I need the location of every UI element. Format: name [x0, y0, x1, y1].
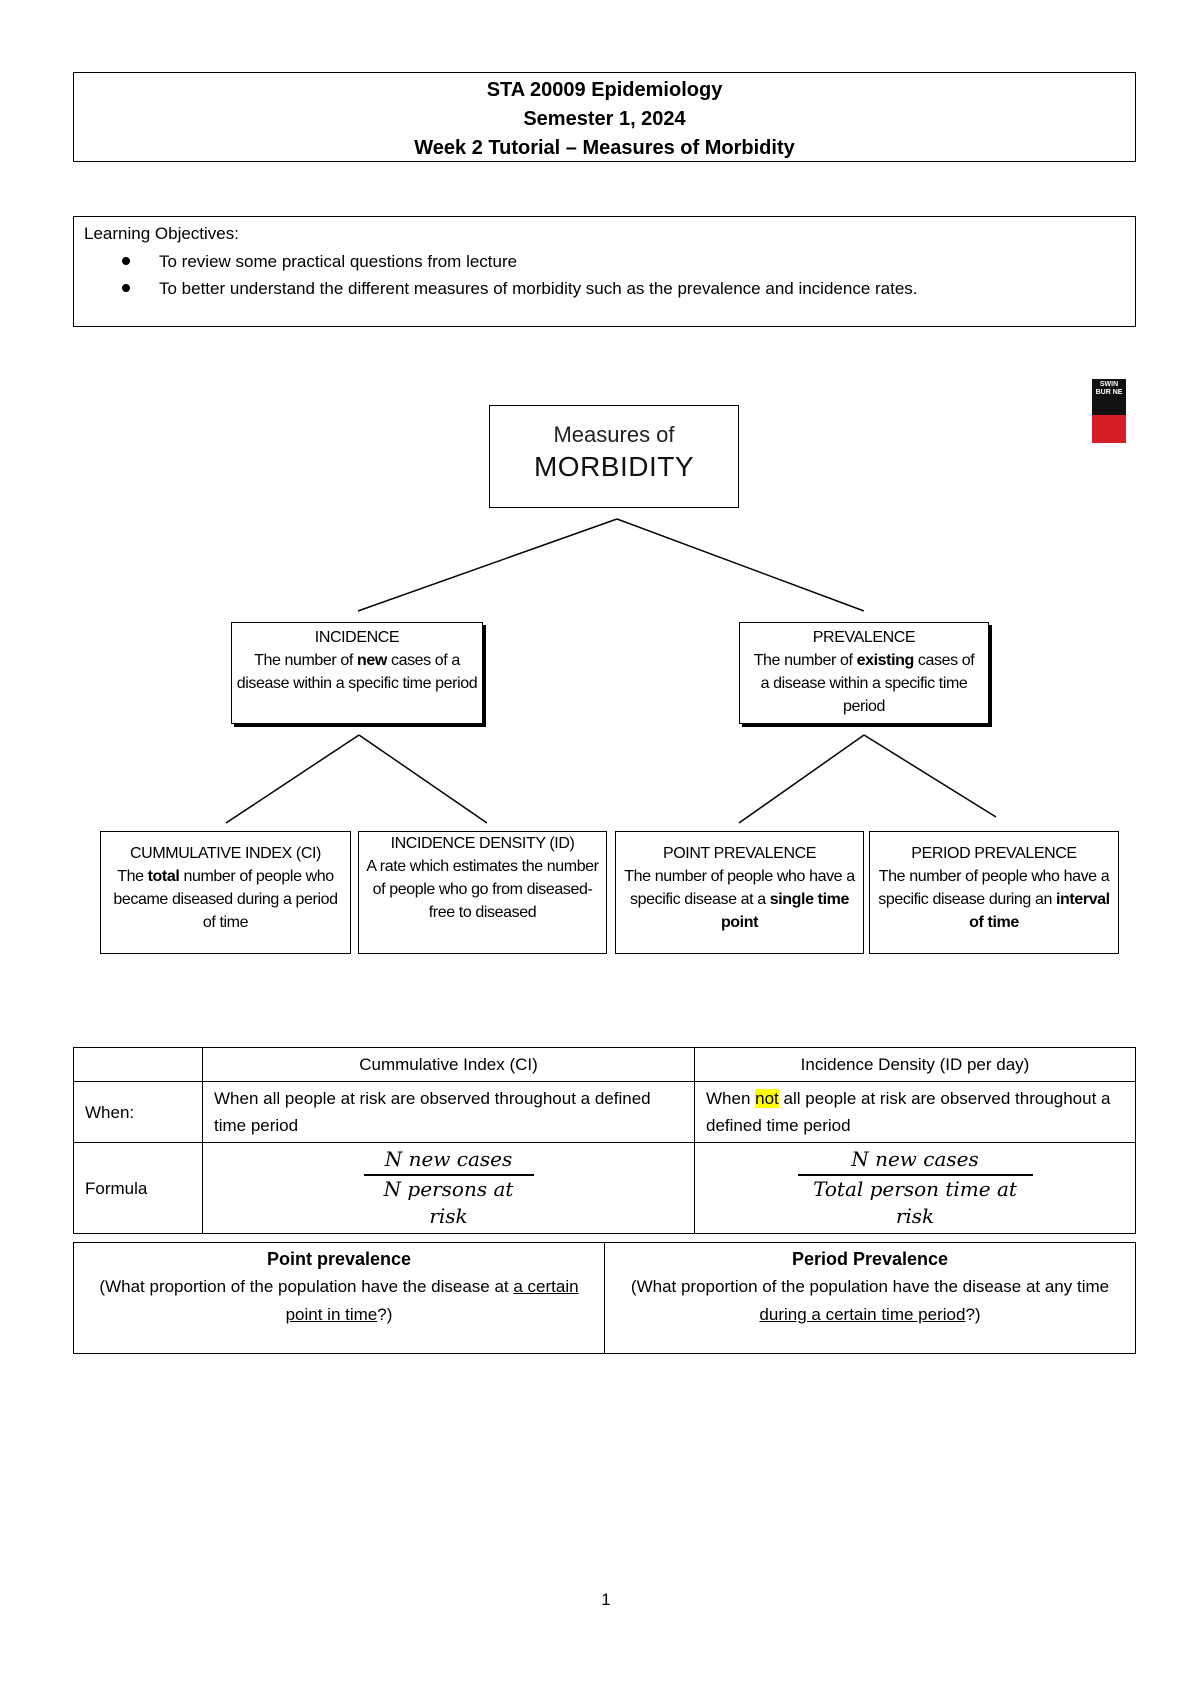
row-label-formula: Formula	[73, 1142, 203, 1234]
table-header-id: Incidence Density (ID per day)	[694, 1047, 1136, 1082]
university-logo: SWIN BUR NE	[1092, 379, 1126, 443]
connector-root-incidence	[357, 518, 618, 612]
node-cumulative-index: CUMMULATIVE INDEX (CI) The total number …	[100, 831, 351, 954]
semester: Semester 1, 2024	[523, 108, 686, 130]
table-row: Formula N new cases N persons at risk N …	[73, 1142, 1136, 1234]
diagram-connectors	[225, 518, 997, 824]
highlighted-word: not	[755, 1089, 779, 1108]
formula-ci: N new cases N persons at risk	[202, 1142, 695, 1234]
objectives-heading: Learning Objectives:	[84, 224, 239, 243]
node-measures-of-morbidity: Measures of MORBIDITY	[489, 405, 739, 508]
id-desc: A rate which estimates the number of peo…	[366, 858, 599, 921]
prevalence-table: Point prevalence (What proportion of the…	[73, 1242, 1136, 1354]
node-incidence: INCIDENCE The number of new cases of a d…	[231, 622, 483, 724]
cell-period-prevalence: Period Prevalence (What proportion of th…	[604, 1242, 1136, 1354]
formula-id-numerator: N new cases	[851, 1147, 979, 1171]
node-point-prevalence: POINT PREVALENCE The number of people wh…	[615, 831, 864, 954]
formula-id: N new cases Total person time at risk	[694, 1142, 1136, 1234]
period-desc: The number of people who have a specific…	[878, 868, 1110, 931]
connector-prevalence-period	[863, 734, 997, 818]
period-title: PERIOD PREVALENCE	[911, 845, 1077, 862]
table-row: When: When all people at risk are observ…	[73, 1081, 1136, 1143]
table-row: Point prevalence (What proportion of the…	[73, 1242, 1136, 1354]
node-period-prevalence: PERIOD PREVALENCE The number of people w…	[869, 831, 1119, 954]
period-prevalence-question: (What proportion of the population have …	[630, 1277, 1110, 1324]
cell-when-ci: When all people at risk are observed thr…	[202, 1081, 695, 1143]
row-label-when: When:	[73, 1081, 203, 1143]
root-line2: MORBIDITY	[533, 451, 695, 482]
objective-item: To better understand the different measu…	[122, 275, 1125, 302]
ci-title: CUMMULATIVE INDEX (CI)	[130, 845, 321, 862]
root-line1: Measures of	[553, 422, 675, 447]
cell-when-id: When not all people at risk are observed…	[694, 1081, 1136, 1143]
prevalence-title: PREVALENCE	[812, 629, 916, 646]
table-cell-empty	[73, 1047, 203, 1082]
point-desc: The number of people who have a specific…	[624, 868, 855, 931]
point-title: POINT PREVALENCE	[662, 845, 817, 862]
node-prevalence: PREVALENCE The number of existing cases …	[739, 622, 989, 724]
prevalence-desc: The number of existing cases of a diseas…	[753, 652, 975, 715]
logo-red-block	[1092, 415, 1126, 443]
point-prevalence-title: Point prevalence	[266, 1249, 412, 1269]
document-title-block: STA 20009 Epidemiology Semester 1, 2024 …	[73, 72, 1136, 162]
formula-id-denominator: Total person time at risk	[797, 1174, 1033, 1230]
course-title: STA 20009 Epidemiology	[486, 79, 723, 101]
incidence-desc: The number of new cases of a disease wit…	[236, 652, 478, 692]
connector-prevalence-point	[738, 734, 865, 824]
point-prevalence-question: (What proportion of the population have …	[99, 1277, 579, 1324]
incidence-title: INCIDENCE	[314, 629, 400, 646]
node-incidence-density: INCIDENCE DENSITY (ID) A rate which esti…	[358, 831, 607, 954]
learning-objectives-box: Learning Objectives: To review some prac…	[73, 216, 1136, 327]
objectives-list: To review some practical questions from …	[84, 248, 1125, 302]
cell-point-prevalence: Point prevalence (What proportion of the…	[73, 1242, 605, 1354]
connector-incidence-ci	[225, 734, 360, 824]
ci-desc: The total number of people who became di…	[113, 868, 338, 931]
period-prevalence-title: Period Prevalence	[791, 1249, 949, 1269]
objective-item: To review some practical questions from …	[122, 248, 1125, 275]
page-number: 1	[601, 1590, 611, 1609]
incidence-table: Cummulative Index (CI) Incidence Density…	[73, 1047, 1136, 1234]
id-title: INCIDENCE DENSITY (ID)	[390, 835, 575, 852]
tutorial-title: Week 2 Tutorial – Measures of Morbidity	[414, 137, 795, 159]
table-row: Cummulative Index (CI) Incidence Density…	[73, 1047, 1136, 1082]
logo-text: SWIN BUR NE	[1092, 379, 1126, 415]
connector-incidence-id	[358, 734, 488, 824]
connector-root-prevalence	[616, 518, 865, 612]
formula-ci-numerator: N new cases	[384, 1147, 513, 1171]
formula-ci-denominator: N persons at risk	[363, 1174, 534, 1230]
table-header-ci: Cummulative Index (CI)	[202, 1047, 695, 1082]
